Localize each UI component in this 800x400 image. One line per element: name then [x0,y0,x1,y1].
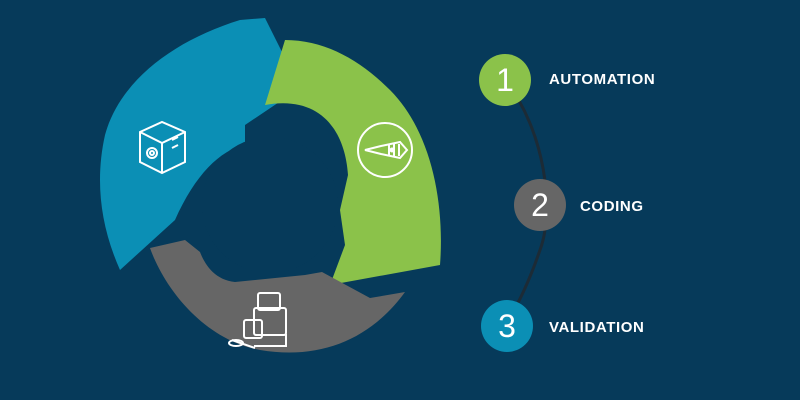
step-3-badge [481,300,533,352]
step-2-badge [514,179,566,231]
liquid-handler-tip-icon [357,122,413,178]
step-2: 2 CODING [514,179,644,231]
step-1: 1 AUTOMATION [479,54,655,106]
sample-cube-icon [139,120,186,175]
validation-cycle-arrow [100,18,300,270]
step-1-badge [479,54,531,106]
step-3: 3 VALIDATION [481,300,644,352]
step-1-label: AUTOMATION [549,71,655,88]
automation-cycle-arrow [265,40,441,285]
coding-cycle-arrow [150,240,405,353]
lab-instrument-icon [228,292,287,349]
step-3-number: 3 [498,308,516,344]
cycle-center [202,137,338,273]
step-1-number: 1 [496,62,514,98]
step-3-label: VALIDATION [549,319,644,336]
step-2-label: CODING [580,198,644,215]
step-2-number: 2 [531,187,549,223]
